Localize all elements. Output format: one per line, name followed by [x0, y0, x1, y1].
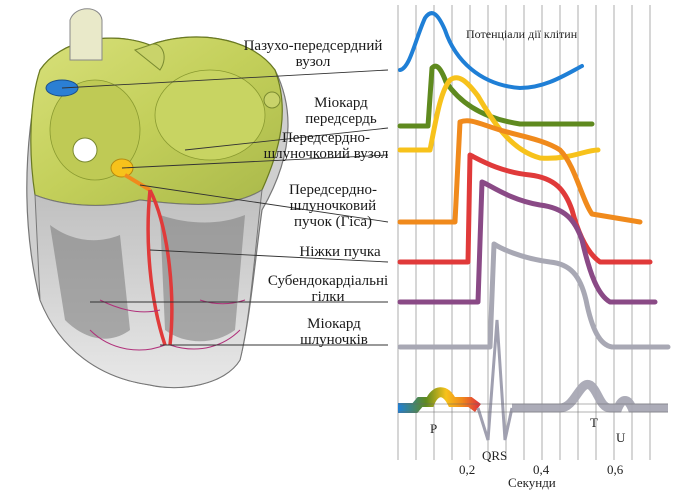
chart-title: Потенціали дії клітин [466, 26, 577, 42]
ecg-label-t: T [590, 415, 598, 431]
label-bundle-branches: Ніжки пучка [292, 244, 388, 260]
aorta [70, 9, 102, 60]
coronary-sinus [73, 138, 97, 162]
label-ventricular-myocardium-line1: Міокард [284, 316, 384, 332]
axis-tick-0-6: 0,6 [607, 462, 623, 478]
ecg-label-p: P [430, 421, 437, 437]
label-purkinje-line2: гілки [260, 289, 396, 305]
label-his-bundle-line3: пучок (Гіса) [278, 214, 388, 230]
label-bundle-branches-line1: Ніжки пучка [292, 244, 388, 260]
label-av-node: Передсердно- шлуночковий вузол [256, 130, 396, 162]
label-sa-node-line1: Пазухо-передсердний [238, 38, 388, 54]
ecg-label-qrs: QRS [482, 448, 507, 464]
ecg-label-u: U [616, 430, 625, 446]
axis-tick-0-2: 0,2 [459, 462, 475, 478]
label-sa-node: Пазухо-передсердний вузол [238, 38, 388, 70]
left-atrium-cavity [155, 70, 265, 160]
ecg-trace [398, 320, 668, 440]
trace-branches [400, 155, 650, 262]
trace-ventricular [400, 244, 668, 347]
label-atrial-myocardium: Міокард передсердь [286, 95, 396, 127]
label-his-bundle-line2: шлуночковий [278, 198, 388, 214]
label-av-node-line1: Передсердно- [256, 130, 396, 146]
ecg-qrs-complex [478, 320, 512, 440]
trace-purkinje [400, 182, 655, 302]
label-atrial-myocardium-line1: Міокард [286, 95, 396, 111]
ecg-st-t-segment [512, 384, 668, 408]
axis-xlabel: Секунди [508, 475, 556, 491]
label-atrial-myocardium-line2: передсердь [286, 111, 396, 127]
label-av-node-line2: шлуночковий вузол [256, 146, 396, 162]
label-sa-node-line2: вузол [238, 54, 388, 70]
label-purkinje: Субендокардіальні гілки [260, 273, 396, 305]
label-ventricular-myocardium-line2: шлуночків [284, 332, 384, 348]
ecg-baseline [398, 392, 478, 408]
label-ventricular-myocardium: Міокард шлуночків [284, 316, 384, 348]
action-potential-traces [400, 13, 668, 347]
label-purkinje-line1: Субендокардіальні [260, 273, 396, 289]
vessel-opening [264, 92, 280, 108]
label-his-bundle-line1: Передсердно- [278, 182, 388, 198]
label-his-bundle: Передсердно- шлуночковий пучок (Гіса) [278, 182, 388, 230]
trace-sa-node [400, 13, 582, 88]
